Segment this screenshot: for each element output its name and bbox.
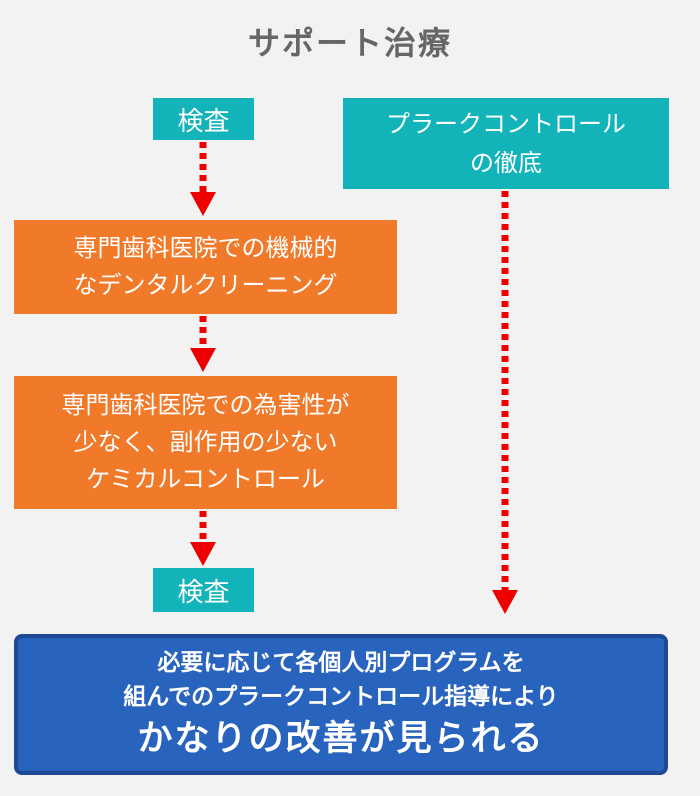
arrow-head-2 — [190, 348, 216, 372]
result-line-2: 組んでのプラークコントロール指導により — [123, 683, 559, 710]
result-box: 必要に応じて各個人別プログラムを 組んでのプラークコントロール指導により かなり… — [14, 634, 668, 775]
arrow-head-3 — [190, 542, 216, 566]
plaque-control-box: プラークコントロール の徹底 — [343, 98, 669, 189]
exam-label-top: 検査 — [177, 106, 230, 137]
exam-box-bottom: 検査 — [153, 568, 254, 612]
arrow-head-right — [492, 590, 518, 614]
plaque-control-line-2: の徹底 — [470, 148, 542, 177]
chemical-control-line-2: 少なく、副作用の少ない — [73, 428, 338, 456]
plaque-control-line-1: プラークコントロール — [386, 109, 626, 138]
mechanical-cleaning-box: 専門歯科医院での機械的 なデンタルクリーニング — [14, 220, 397, 314]
exam-box-top: 検査 — [153, 98, 254, 140]
exam-label-bottom: 検査 — [177, 577, 230, 608]
mechanical-cleaning-line-1: 専門歯科医院での機械的 — [73, 234, 338, 262]
chemical-control-line-3: ケミカルコントロール — [86, 465, 325, 493]
arrow-head-1 — [190, 192, 216, 216]
result-line-3: かなりの改善が見られる — [137, 718, 545, 759]
result-line-1: 必要に応じて各個人別プログラムを — [157, 649, 525, 676]
mechanical-cleaning-line-2: なデンタルクリーニング — [73, 271, 338, 299]
page-title: サポート治療 — [247, 24, 452, 62]
chemical-control-box: 専門歯科医院での為害性が 少なく、副作用の少ない ケミカルコントロール — [14, 376, 397, 509]
chemical-control-line-1: 専門歯科医院での為害性が — [61, 391, 350, 419]
